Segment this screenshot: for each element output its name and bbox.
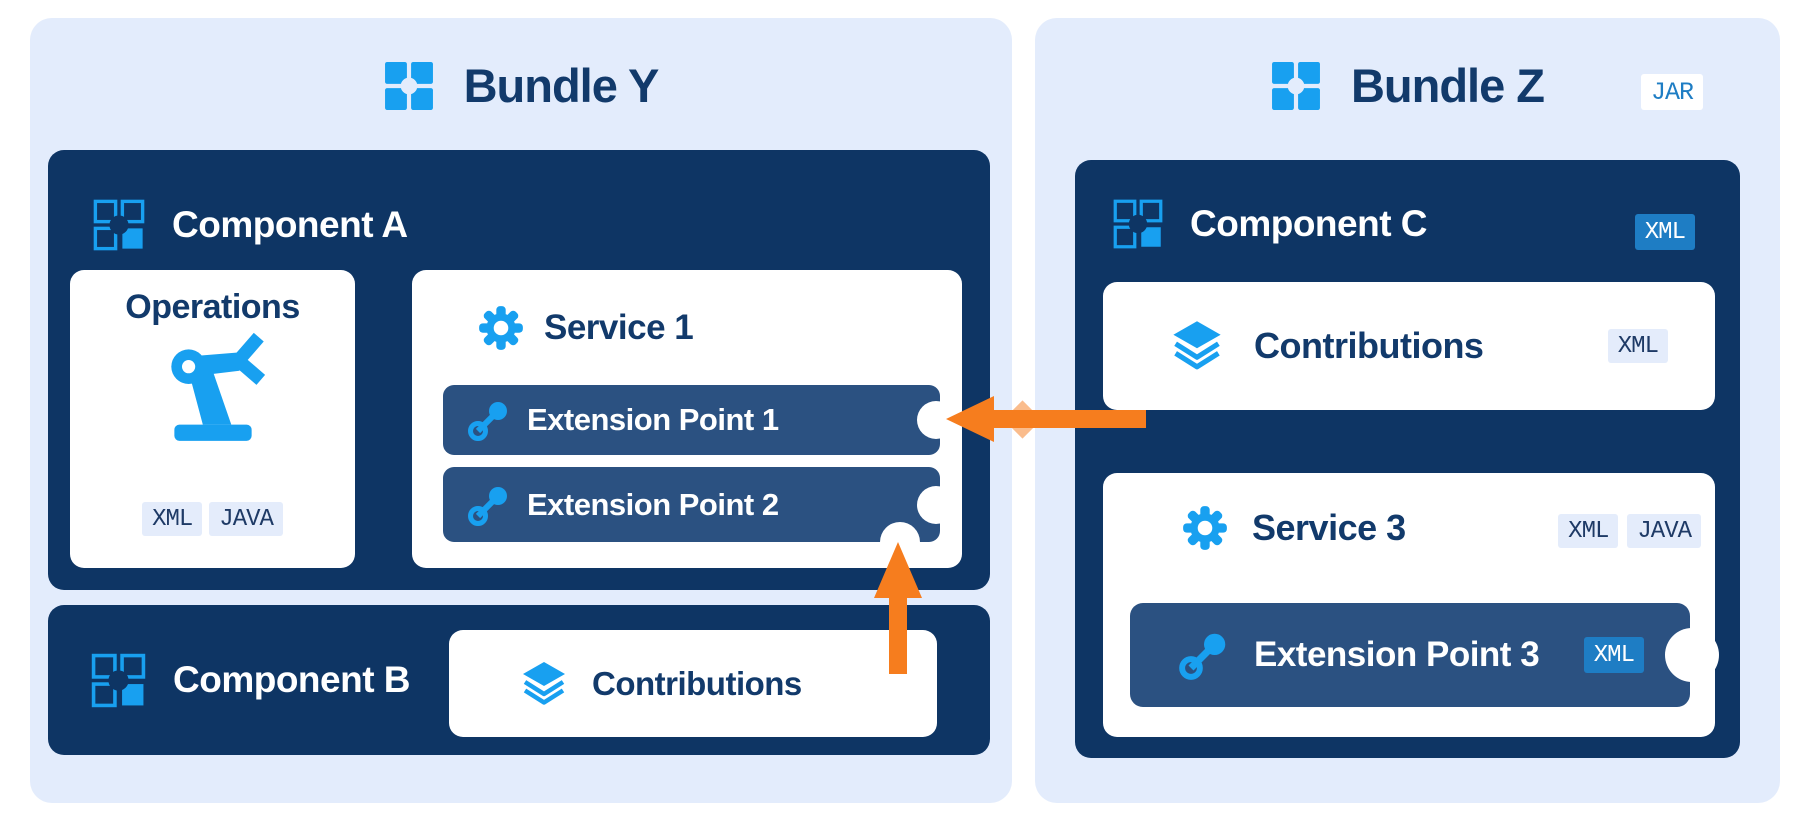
- component-icon: [90, 652, 147, 709]
- component-icon: [92, 198, 146, 252]
- component-b-contributions-box: Contributions: [449, 630, 937, 737]
- extension-point-2: Extension Point 2: [443, 467, 940, 542]
- extension-point-1-label: Extension Point 1: [527, 402, 779, 437]
- layers-icon: [520, 660, 568, 708]
- extension-point-3: Extension Point 3 XML: [1130, 603, 1690, 707]
- extension-point-3-xml-badge: XML: [1583, 637, 1644, 673]
- component-a: Component A Operations XML: [48, 150, 990, 590]
- component-c-header: Component C: [1112, 198, 1428, 250]
- component-c: Component C XML Contributions XML: [1075, 160, 1740, 758]
- bundle-icon: [1271, 61, 1321, 111]
- component-b-contributions-title: Contributions: [592, 664, 802, 702]
- robot-arm-icon: [152, 326, 274, 453]
- gear-icon: [1180, 503, 1230, 553]
- component-a-title: Component A: [172, 204, 408, 245]
- bundle-y-title: Bundle Y: [463, 59, 660, 112]
- component-c-contributions-title: Contributions: [1254, 325, 1484, 366]
- service-3-header: Service 3: [1180, 503, 1406, 553]
- extension-point-1: Extension Point 1: [443, 385, 940, 455]
- component-c-contributions-box: Contributions XML: [1103, 282, 1715, 410]
- xml-badge: XML: [1558, 514, 1619, 548]
- service-3-badges: XML JAVA: [1558, 514, 1701, 548]
- operations-box: Operations XML JAVA: [70, 270, 355, 568]
- bundle-z-title: Bundle Z: [1350, 59, 1545, 112]
- java-badge: JAVA: [209, 502, 283, 536]
- extension-point-2-right-socket: [917, 486, 955, 524]
- extension-point-2-label: Extension Point 2: [527, 486, 779, 522]
- component-icon: [1112, 198, 1164, 250]
- extension-point-icon: [467, 483, 511, 527]
- arrow-contributions-to-extension-point-1: [946, 396, 1146, 442]
- xml-badge: XML: [1607, 329, 1668, 363]
- xml-badge: XML: [142, 502, 203, 536]
- service-3-box: Service 3 XML JAVA Extension Point 3: [1103, 473, 1715, 737]
- bundle-z-title-row: Bundle Z: [1035, 58, 1780, 113]
- bundle-y-title-row: Bundle Y: [30, 58, 1012, 113]
- component-c-title: Component C: [1190, 203, 1428, 244]
- extension-point-icon: [1178, 629, 1230, 681]
- layers-icon: [1170, 319, 1224, 373]
- service-1-title: Service 1: [544, 308, 694, 347]
- extension-point-3-label: Extension Point 3: [1254, 635, 1540, 674]
- service-1-header: Service 1: [476, 303, 694, 353]
- extension-point-icon: [467, 398, 511, 442]
- component-b-header: Component B: [90, 605, 411, 755]
- jar-badge: JAR: [1641, 74, 1704, 110]
- service-1-box: Service 1 Extension Point 1: [412, 270, 962, 568]
- bundle-z-panel: Bundle Z JAR Component C XML: [1035, 18, 1780, 803]
- arrow-contributions-to-extension-point-2: [874, 542, 922, 674]
- bundle-icon: [384, 61, 434, 111]
- service-3-title: Service 3: [1252, 507, 1406, 548]
- gear-icon: [476, 303, 526, 353]
- java-badge: JAVA: [1627, 514, 1701, 548]
- bundle-y-panel: Bundle Y Component A Operations: [30, 18, 1012, 803]
- component-a-header: Component A: [92, 198, 408, 252]
- operations-title: Operations: [125, 288, 300, 326]
- component-b-title: Component B: [173, 659, 411, 700]
- operations-badges: XML JAVA: [70, 502, 355, 536]
- extension-point-3-socket: [1665, 628, 1719, 682]
- component-c-xml-badge: XML: [1634, 214, 1695, 250]
- component-b: Component B Contributions: [48, 605, 990, 755]
